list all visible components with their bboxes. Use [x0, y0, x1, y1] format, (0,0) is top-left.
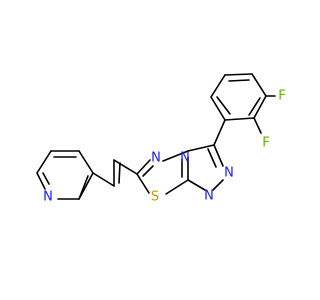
bond	[78, 175, 89, 200]
bond	[118, 162, 121, 184]
fluorine-label: F	[278, 89, 285, 104]
bond	[42, 172, 50, 185]
bond	[224, 73, 253, 76]
bond	[113, 159, 138, 175]
bond	[162, 150, 189, 162]
bond	[213, 144, 224, 167]
bond	[36, 150, 52, 174]
atom-labels: F F N N N N S N	[43, 89, 286, 205]
bond	[78, 150, 94, 174]
sulfur-label: S	[151, 190, 159, 205]
bond	[251, 73, 267, 97]
nitrogen-label: N	[204, 189, 214, 204]
bond	[207, 148, 217, 168]
bond	[142, 165, 154, 177]
bond	[212, 179, 224, 191]
bond	[253, 117, 262, 134]
nitrogen-label: N	[43, 190, 53, 205]
bond	[187, 144, 215, 152]
bond	[224, 117, 255, 121]
bond	[36, 172, 46, 190]
bond-layer	[36, 73, 276, 200]
bond	[216, 96, 231, 115]
bond	[165, 179, 189, 195]
bond	[253, 95, 267, 119]
bond	[187, 179, 206, 191]
bond	[136, 173, 150, 194]
bond	[210, 96, 226, 121]
bond	[213, 119, 226, 146]
molecule-structure: F F N N N N S N	[36, 73, 286, 205]
bond	[210, 74, 226, 98]
nitrogen-label: N	[180, 151, 190, 166]
nitrogen-label: N	[151, 151, 161, 166]
fluorine-label: F	[262, 136, 269, 151]
bond	[92, 172, 115, 187]
nitrogen-label: N	[224, 166, 234, 181]
bond	[228, 79, 250, 82]
bond	[136, 159, 151, 175]
bond	[248, 97, 261, 116]
